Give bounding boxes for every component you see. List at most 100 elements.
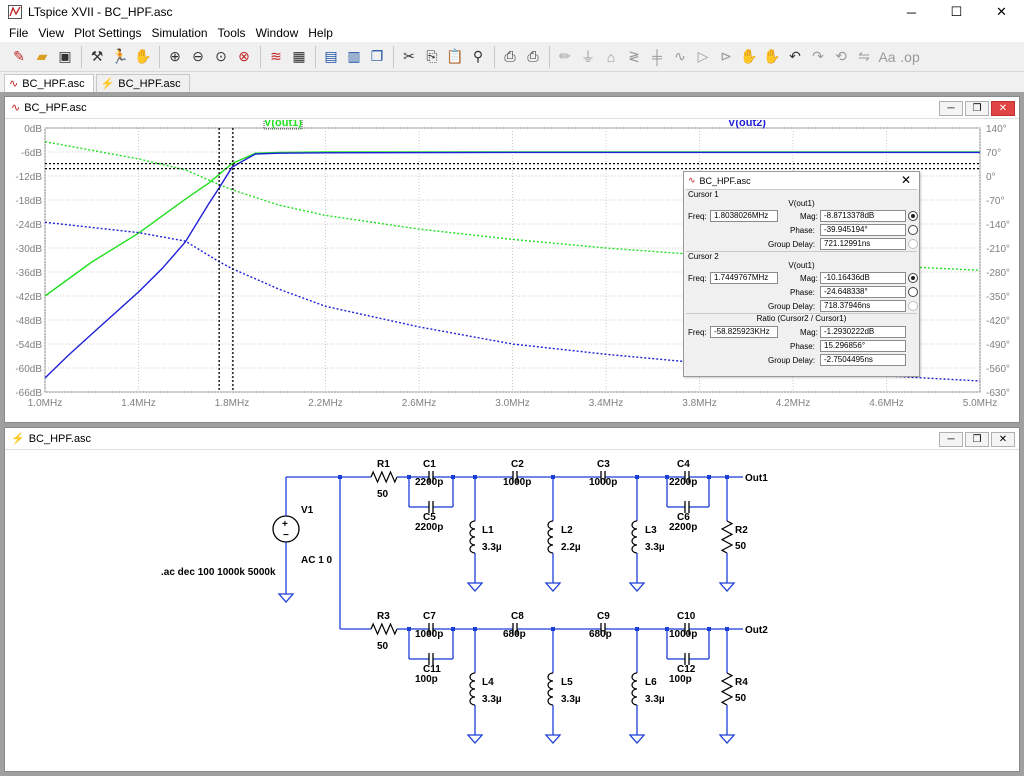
inductor-icon[interactable]: ∿: [674, 48, 686, 64]
ind-value: 3.3µ: [561, 694, 581, 705]
net-label-out1: Out1: [745, 473, 768, 484]
cursor2-signal: V(out1): [788, 261, 815, 270]
waveform-icon: ∿: [11, 102, 21, 114]
child-restore-button[interactable]: ❐: [965, 101, 989, 116]
menu-view[interactable]: View: [38, 26, 65, 40]
move-icon[interactable]: ✋: [740, 48, 758, 64]
cursor1-phase-field: -39.945194°: [820, 224, 906, 236]
cursor2-phase-field: -24.648338°: [820, 286, 906, 298]
cursor1-mag-radio[interactable]: [908, 211, 918, 221]
popup-title: BC_HPF.asc: [699, 175, 751, 186]
y-tick-label-right: -490°: [986, 340, 1010, 351]
print-icon[interactable]: ⎙: [504, 48, 516, 64]
cap-value: 100p: [415, 674, 438, 685]
menu-file[interactable]: File: [9, 26, 29, 40]
capacitor-icon[interactable]: ╪: [652, 48, 662, 65]
cursor2-gd-radio[interactable]: [908, 301, 918, 311]
grid-icon[interactable]: ▦: [292, 48, 306, 64]
phase-label: Phase:: [790, 288, 815, 297]
close-button[interactable]: ✕: [996, 4, 1007, 19]
ind-value: 3.3µ: [482, 694, 502, 705]
child-close-button[interactable]: ✕: [991, 432, 1015, 447]
control-panel-icon[interactable]: ⚒: [90, 48, 104, 64]
popup-close-button[interactable]: ✕: [900, 173, 911, 187]
child-minimize-button[interactable]: ─: [939, 432, 963, 447]
tab-waveform[interactable]: ∿ BC_HPF.asc: [4, 74, 94, 92]
mag-label: Mag:: [800, 274, 818, 283]
cap-value: 100p: [669, 674, 692, 685]
zoom-out-icon[interactable]: ⊖: [192, 48, 204, 64]
menu-tools[interactable]: Tools: [217, 26, 246, 40]
schematic-icon: ⚡: [11, 433, 25, 445]
toolbar-separator: [494, 45, 495, 68]
cut-icon[interactable]: ✂: [403, 48, 415, 64]
open-icon[interactable]: ▰: [36, 48, 48, 64]
group-delay-label: Group Delay:: [768, 356, 816, 365]
new-schematic-icon[interactable]: ✎: [13, 48, 25, 64]
mirror-icon[interactable]: ⇋: [858, 48, 870, 64]
menu-window[interactable]: Window: [255, 26, 299, 40]
menu-help[interactable]: Help: [308, 26, 333, 40]
toolbar-separator: [159, 45, 160, 68]
cursor2-mag-radio[interactable]: [908, 273, 918, 283]
ratio-section: Ratio (Cursor2 / Cursor1) Freq:-58.82592…: [686, 313, 917, 367]
zoom-cancel-icon[interactable]: ⊗: [238, 48, 250, 64]
text-icon[interactable]: Aa: [878, 48, 896, 65]
print-setup-icon[interactable]: ⎙: [527, 48, 539, 64]
diode-icon[interactable]: ▷: [697, 48, 709, 64]
redo-icon[interactable]: ↷: [812, 48, 824, 64]
spice-directive-icon[interactable]: .op: [900, 48, 920, 65]
y-tick-label-right: -560°: [986, 364, 1010, 375]
ground-icon[interactable]: ⏚: [581, 48, 595, 65]
group-delay-label: Group Delay:: [768, 240, 816, 249]
cursor1-phase-radio[interactable]: [908, 225, 918, 235]
save-icon[interactable]: ▣: [58, 48, 72, 64]
resistor-icon[interactable]: ≷: [628, 48, 640, 64]
rotate-icon[interactable]: ⟲: [835, 48, 847, 64]
tab-schematic[interactable]: ⚡ BC_HPF.asc: [95, 74, 190, 92]
y-tick-label-right: -70°: [986, 196, 1004, 207]
cursor1-gd-radio[interactable]: [908, 239, 918, 249]
zoom-in-icon[interactable]: ⊕: [169, 48, 181, 64]
cursor2-freq-field[interactable]: 1.7449767MHz: [710, 272, 778, 284]
drag-icon[interactable]: ✋: [763, 48, 781, 64]
menu-plot-settings[interactable]: Plot Settings: [74, 26, 142, 40]
child-minimize-button[interactable]: ─: [939, 101, 963, 116]
ground-icon: [544, 734, 562, 744]
mag-label: Mag:: [800, 328, 818, 337]
autorange-icon[interactable]: ≋: [270, 48, 282, 64]
cap-value: 1000p: [669, 629, 697, 640]
label-net-icon[interactable]: ⌂: [606, 48, 616, 65]
component-icon[interactable]: ⊳: [720, 48, 732, 64]
menu-simulation[interactable]: Simulation: [151, 26, 208, 40]
find-icon[interactable]: ⚲: [472, 48, 484, 64]
draw-wire-icon[interactable]: ✏: [559, 48, 571, 64]
tile-horizontal-icon[interactable]: ▤: [324, 48, 338, 64]
cursor-readout-popup: ∿ BC_HPF.asc ✕ Cursor 1 V(out1) Freq:1.8…: [683, 171, 920, 377]
undo-icon[interactable]: ↶: [789, 48, 801, 64]
copy-icon[interactable]: ⎘: [426, 48, 438, 64]
halt-icon[interactable]: ✋: [134, 48, 152, 64]
cursor2-phase-radio[interactable]: [908, 287, 918, 297]
ratio-label: Ratio (Cursor2 / Cursor1): [756, 314, 847, 323]
zoom-fit-icon[interactable]: ⊙: [215, 48, 227, 64]
y-tick-label-left: -6dB: [21, 148, 42, 159]
ground-icon: [466, 734, 484, 744]
trace-vout2-magnitude: [44, 151, 980, 379]
group-delay-label: Group Delay:: [768, 302, 816, 311]
run-icon[interactable]: 🏃: [111, 48, 129, 64]
minimize-button[interactable]: ─: [906, 4, 917, 20]
child-close-button[interactable]: ✕: [991, 101, 1015, 116]
title-bar: LTspice XVII - BC_HPF.asc ─ ☐ ✕: [0, 0, 1024, 24]
inductor: [631, 672, 638, 706]
paste-icon[interactable]: 📋: [446, 48, 464, 64]
cascade-icon[interactable]: ❐: [370, 48, 384, 64]
cursor1-freq-field[interactable]: 1.8038026MHz: [710, 210, 778, 222]
x-tick-label: 3.0MHz: [495, 398, 529, 409]
tile-vertical-icon[interactable]: ▥: [347, 48, 361, 64]
maximize-button[interactable]: ☐: [950, 4, 963, 19]
inductor: [547, 520, 554, 554]
v1-plus: +: [282, 519, 288, 530]
child-restore-button[interactable]: ❐: [965, 432, 989, 447]
